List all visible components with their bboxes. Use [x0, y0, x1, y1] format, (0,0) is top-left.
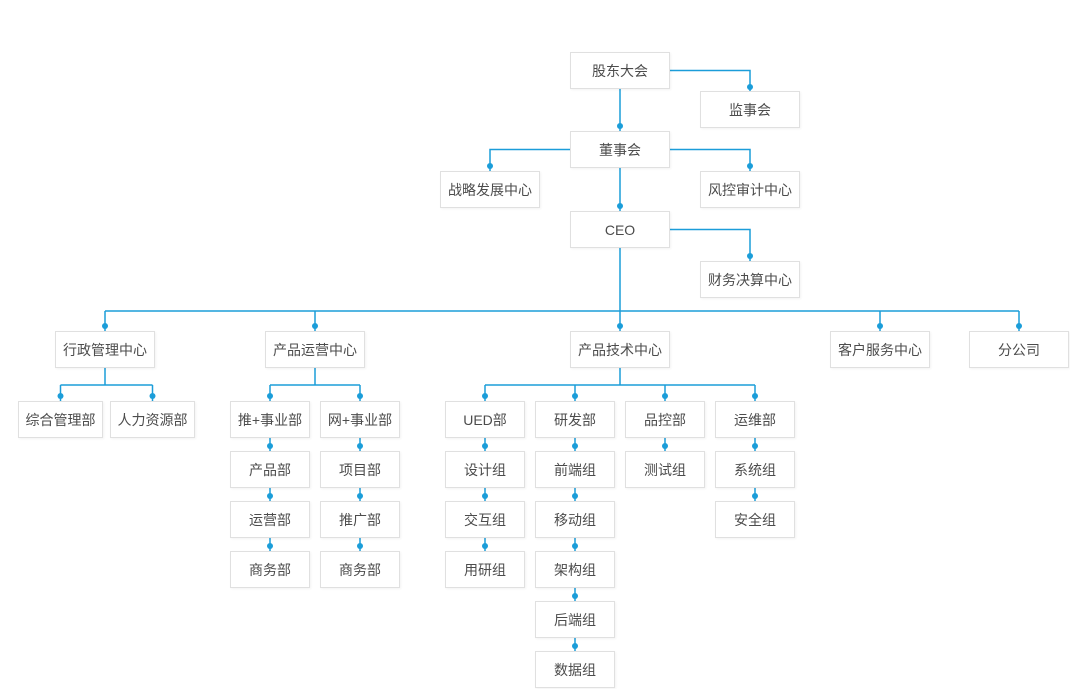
connector-dot — [747, 163, 753, 169]
org-node-data-team[interactable]: 数据组 — [535, 651, 615, 688]
org-node-risk-audit-center[interactable]: 风控审计中心 — [700, 171, 800, 208]
org-node-architecture-team[interactable]: 架构组 — [535, 551, 615, 588]
org-node-finance-center[interactable]: 财务决算中心 — [700, 261, 800, 298]
connector-line — [489, 148, 570, 171]
connector-line — [670, 69, 751, 91]
connector-dot — [312, 323, 318, 329]
connector-dot — [572, 443, 578, 449]
connector-dot — [572, 593, 578, 599]
connector-dot — [747, 84, 753, 90]
connector-dot — [572, 493, 578, 499]
connector-dot — [357, 543, 363, 549]
connector-dot — [617, 203, 623, 209]
connector-dot — [357, 493, 363, 499]
org-node-ceo[interactable]: CEO — [570, 211, 670, 248]
connector-dot — [482, 443, 488, 449]
connector-dot — [267, 543, 273, 549]
connector-dot — [267, 443, 273, 449]
org-node-product-dept[interactable]: 产品部 — [230, 451, 310, 488]
connector-dot — [487, 163, 493, 169]
connector-dot — [752, 393, 758, 399]
org-node-project-dept[interactable]: 项目部 — [320, 451, 400, 488]
connector-dot — [752, 493, 758, 499]
connector-dot — [877, 323, 883, 329]
connector-line — [104, 311, 1020, 331]
org-node-promotion-dept[interactable]: 推广部 — [320, 501, 400, 538]
org-node-tui-bu[interactable]: 推+事业部 — [230, 401, 310, 438]
org-node-ued-dept[interactable]: UED部 — [445, 401, 525, 438]
connector-dot — [1016, 323, 1022, 329]
connector-dot — [662, 393, 668, 399]
org-node-om-dept[interactable]: 运维部 — [715, 401, 795, 438]
connector-line — [269, 368, 361, 401]
org-node-strategy-center[interactable]: 战略发展中心 — [440, 171, 540, 208]
connector-dot — [617, 323, 623, 329]
connector-dot — [752, 443, 758, 449]
connector-dot — [747, 253, 753, 259]
org-node-backend-team[interactable]: 后端组 — [535, 601, 615, 638]
connector-dot — [662, 443, 668, 449]
org-node-test-team[interactable]: 测试组 — [625, 451, 705, 488]
org-node-product-tech-center[interactable]: 产品技术中心 — [570, 331, 670, 368]
connector-dot — [149, 393, 156, 399]
org-node-operation-dept[interactable]: 运营部 — [230, 501, 310, 538]
connector-dot — [572, 643, 578, 649]
connector-dot — [482, 393, 488, 399]
org-node-interaction-team[interactable]: 交互组 — [445, 501, 525, 538]
org-node-supervisory[interactable]: 监事会 — [700, 91, 800, 128]
org-node-security-team[interactable]: 安全组 — [715, 501, 795, 538]
org-node-customer-service-center[interactable]: 客户服务中心 — [830, 331, 930, 368]
org-node-shareholders[interactable]: 股东大会 — [570, 52, 670, 89]
org-node-hr-dept[interactable]: 人力资源部 — [110, 401, 195, 438]
connector-dot — [102, 323, 108, 329]
connector-dot — [572, 393, 578, 399]
connector-line — [59, 368, 154, 401]
org-node-system-team[interactable]: 系统组 — [715, 451, 795, 488]
org-node-branch-company[interactable]: 分公司 — [969, 331, 1069, 368]
connector-line — [670, 228, 751, 261]
org-node-user-research-team[interactable]: 用研组 — [445, 551, 525, 588]
org-node-frontend-team[interactable]: 前端组 — [535, 451, 615, 488]
connector-dot — [572, 543, 578, 549]
org-node-wang-bu[interactable]: 网+事业部 — [320, 401, 400, 438]
org-node-qc-dept[interactable]: 品控部 — [625, 401, 705, 438]
org-node-rd-dept[interactable]: 研发部 — [535, 401, 615, 438]
connector-dot — [57, 393, 64, 399]
org-node-board[interactable]: 董事会 — [570, 131, 670, 168]
connector-line — [484, 368, 756, 401]
connector-dot — [357, 443, 363, 449]
org-node-admin-center[interactable]: 行政管理中心 — [55, 331, 155, 368]
connector-dot — [267, 393, 273, 399]
org-node-mobile-team[interactable]: 移动组 — [535, 501, 615, 538]
org-node-business-dept-1[interactable]: 商务部 — [230, 551, 310, 588]
connector-dot — [617, 123, 623, 129]
org-node-design-team[interactable]: 设计组 — [445, 451, 525, 488]
org-node-product-ops-center[interactable]: 产品运营中心 — [265, 331, 365, 368]
connector-dot — [357, 393, 363, 399]
connector-line — [670, 148, 751, 171]
connector-dot — [482, 543, 488, 549]
connector-dot — [267, 493, 273, 499]
org-node-general-mgmt-dept[interactable]: 综合管理部 — [18, 401, 103, 438]
org-node-business-dept-2[interactable]: 商务部 — [320, 551, 400, 588]
connector-dot — [482, 493, 488, 499]
